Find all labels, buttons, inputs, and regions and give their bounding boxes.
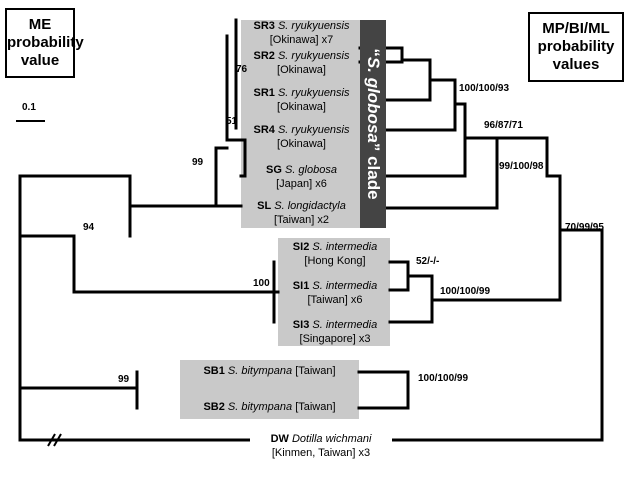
me-support-label: 99 bbox=[118, 374, 130, 385]
mp-branch bbox=[388, 274, 434, 324]
me-support-label: 99 bbox=[192, 157, 204, 168]
taxon-label: SI2 S. intermedia[Hong Kong] bbox=[292, 241, 378, 267]
mp-branch bbox=[384, 136, 499, 210]
me-legend-line: value bbox=[20, 52, 60, 69]
clade-name: “S. globosa” clade bbox=[364, 48, 383, 200]
globosa-clade-panel bbox=[241, 20, 360, 228]
mp-support-label: 96/87/71 bbox=[484, 120, 523, 131]
taxon-label: DW Dotilla wichmani[Kinmen, Taiwan] x3 bbox=[250, 432, 392, 460]
mp-branch bbox=[495, 136, 562, 178]
me-support-label: 94 bbox=[83, 222, 95, 233]
mp-support-label: 100/100/99 bbox=[440, 286, 491, 297]
mp-legend-line: MP/BI/ML bbox=[542, 20, 610, 37]
mp-legend-box: MP/BI/ML probability values bbox=[528, 12, 624, 82]
mp-support-label: 52/-/- bbox=[416, 256, 440, 267]
taxon-label: SR2 S. ryukyuensis[Okinawa] bbox=[253, 50, 350, 76]
taxon-label: SB2 S. bitympana [Taiwan] bbox=[203, 401, 336, 413]
mp-support-label: 70/99/95 bbox=[565, 222, 604, 233]
mp-branch bbox=[390, 228, 604, 442]
taxon-label: SR3 S. ryukyuensis[Okinawa] x7 bbox=[253, 20, 350, 46]
me-support-label: 100 bbox=[253, 278, 270, 289]
intermedia-panel bbox=[278, 238, 390, 346]
mp-branch bbox=[357, 370, 410, 410]
taxon-label: SR1 S. ryukyuensis[Okinawa] bbox=[253, 87, 350, 113]
taxon-label: SL S. longidactyla[Taiwan] x2 bbox=[257, 200, 346, 226]
bitympana-panel bbox=[180, 360, 359, 419]
mp-branch bbox=[430, 174, 562, 302]
me-support-label: 76 bbox=[236, 64, 248, 75]
mp-legend-line: probability bbox=[537, 38, 615, 55]
me-branch bbox=[214, 146, 243, 208]
me-legend-line: ME bbox=[28, 16, 52, 33]
mp-legend-line: values bbox=[552, 56, 600, 73]
taxon-label: SI1 S. intermedia[Taiwan] x6 bbox=[292, 280, 378, 306]
me-branch bbox=[18, 234, 280, 294]
mp-branch bbox=[384, 102, 467, 178]
taxon-label: SB1 S. bitympana [Taiwan] bbox=[203, 365, 336, 377]
branch-break-icon bbox=[47, 433, 62, 447]
me-legend-line: probability bbox=[7, 34, 84, 51]
mp-branch bbox=[384, 78, 457, 132]
me-support-label: 51 bbox=[226, 116, 238, 127]
mp-support-label: 100/100/93 bbox=[459, 83, 510, 94]
me-branch bbox=[18, 174, 243, 442]
taxon-label: SG S. globosa[Japan] x6 bbox=[266, 164, 337, 190]
scale-label: 0.1 bbox=[22, 102, 36, 113]
mp-branch bbox=[388, 260, 410, 292]
mp-support-label: 99/100/98 bbox=[499, 161, 544, 172]
me-legend-box: ME probability value bbox=[5, 8, 84, 78]
taxon-label: SI3 S. intermedia[Singapore] x3 bbox=[292, 319, 378, 345]
taxon-label: SR4 S. ryukyuensis[Okinawa] bbox=[253, 124, 350, 150]
mp-branch bbox=[384, 58, 432, 102]
clade-bar bbox=[360, 20, 386, 228]
mp-support-label: 100/100/99 bbox=[418, 373, 469, 384]
